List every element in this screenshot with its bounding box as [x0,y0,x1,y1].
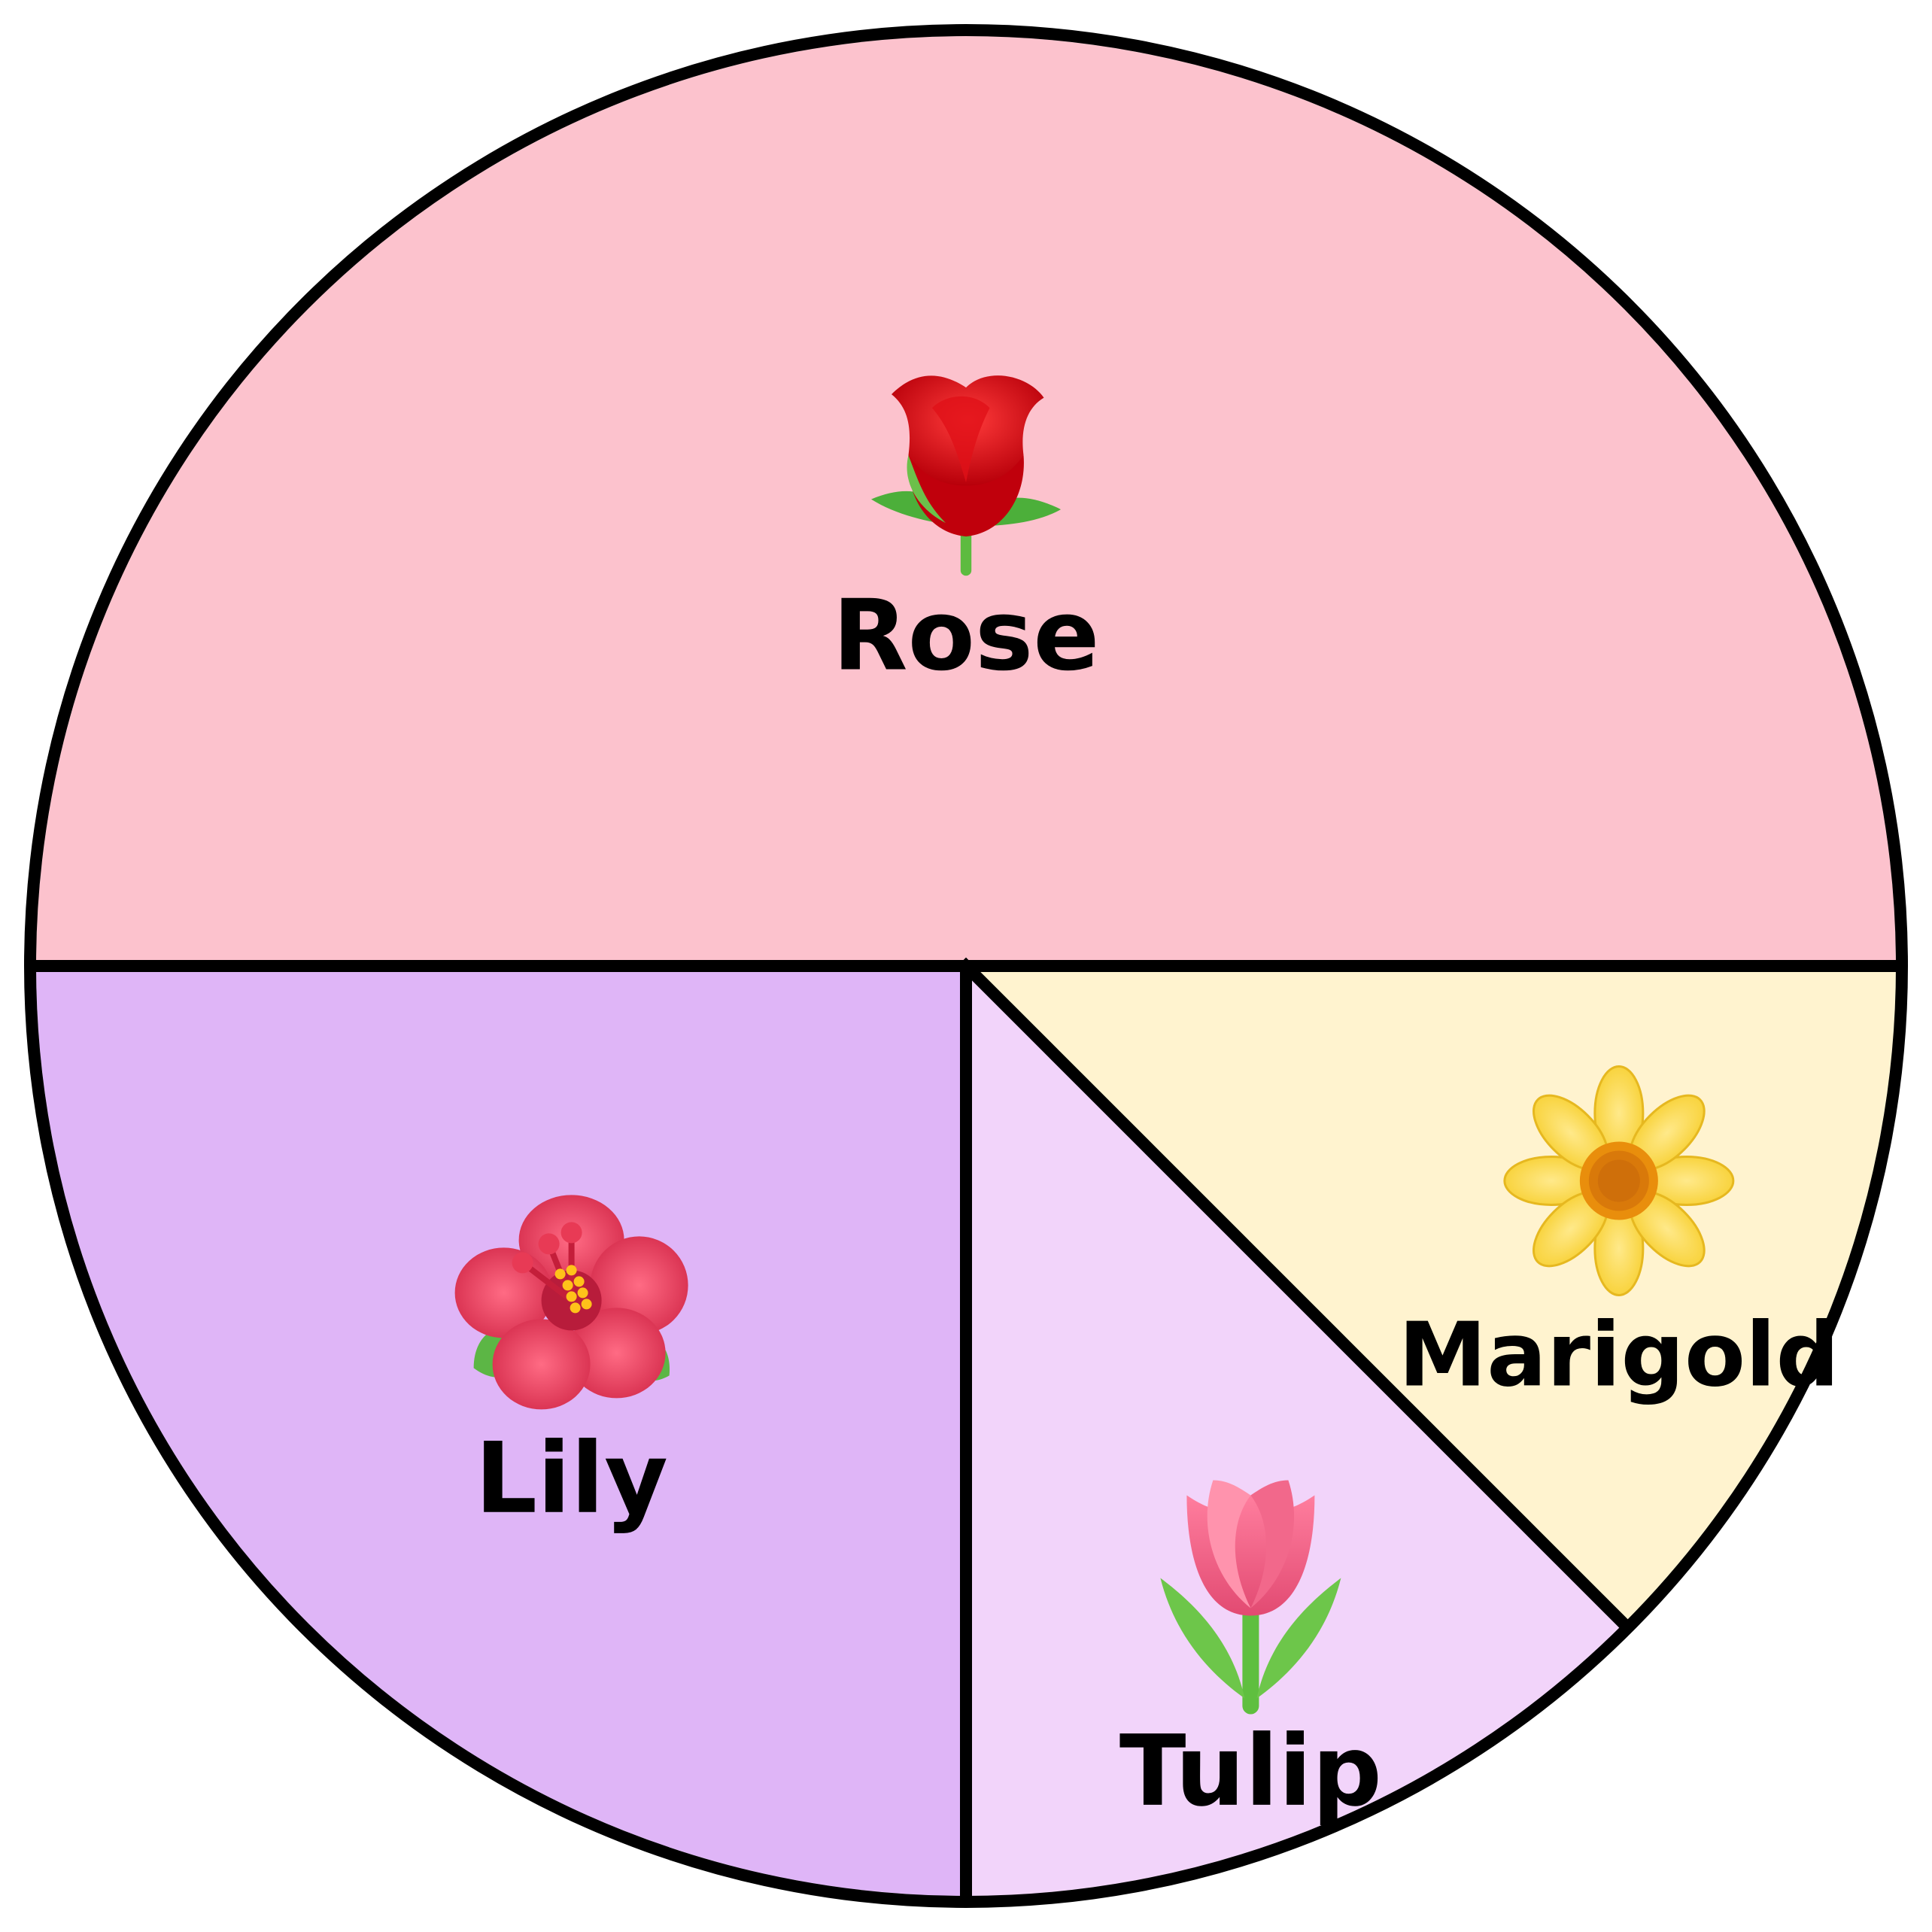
dividers-layer [27,957,1905,1905]
pie-slice-lily [36,966,966,1896]
slice-divider [957,957,1635,1635]
slice-label-rose: Rose [833,578,1100,692]
blossom-icon [1503,1065,1735,1296]
pie-slice-tulip [966,966,1624,1896]
slice-label-tulip: Tulip [1119,1714,1382,1828]
slice-label-marigold: Marigold [1399,1303,1839,1407]
slice-label-lily: Lily [475,1421,668,1536]
pie-outline [24,24,1908,1908]
